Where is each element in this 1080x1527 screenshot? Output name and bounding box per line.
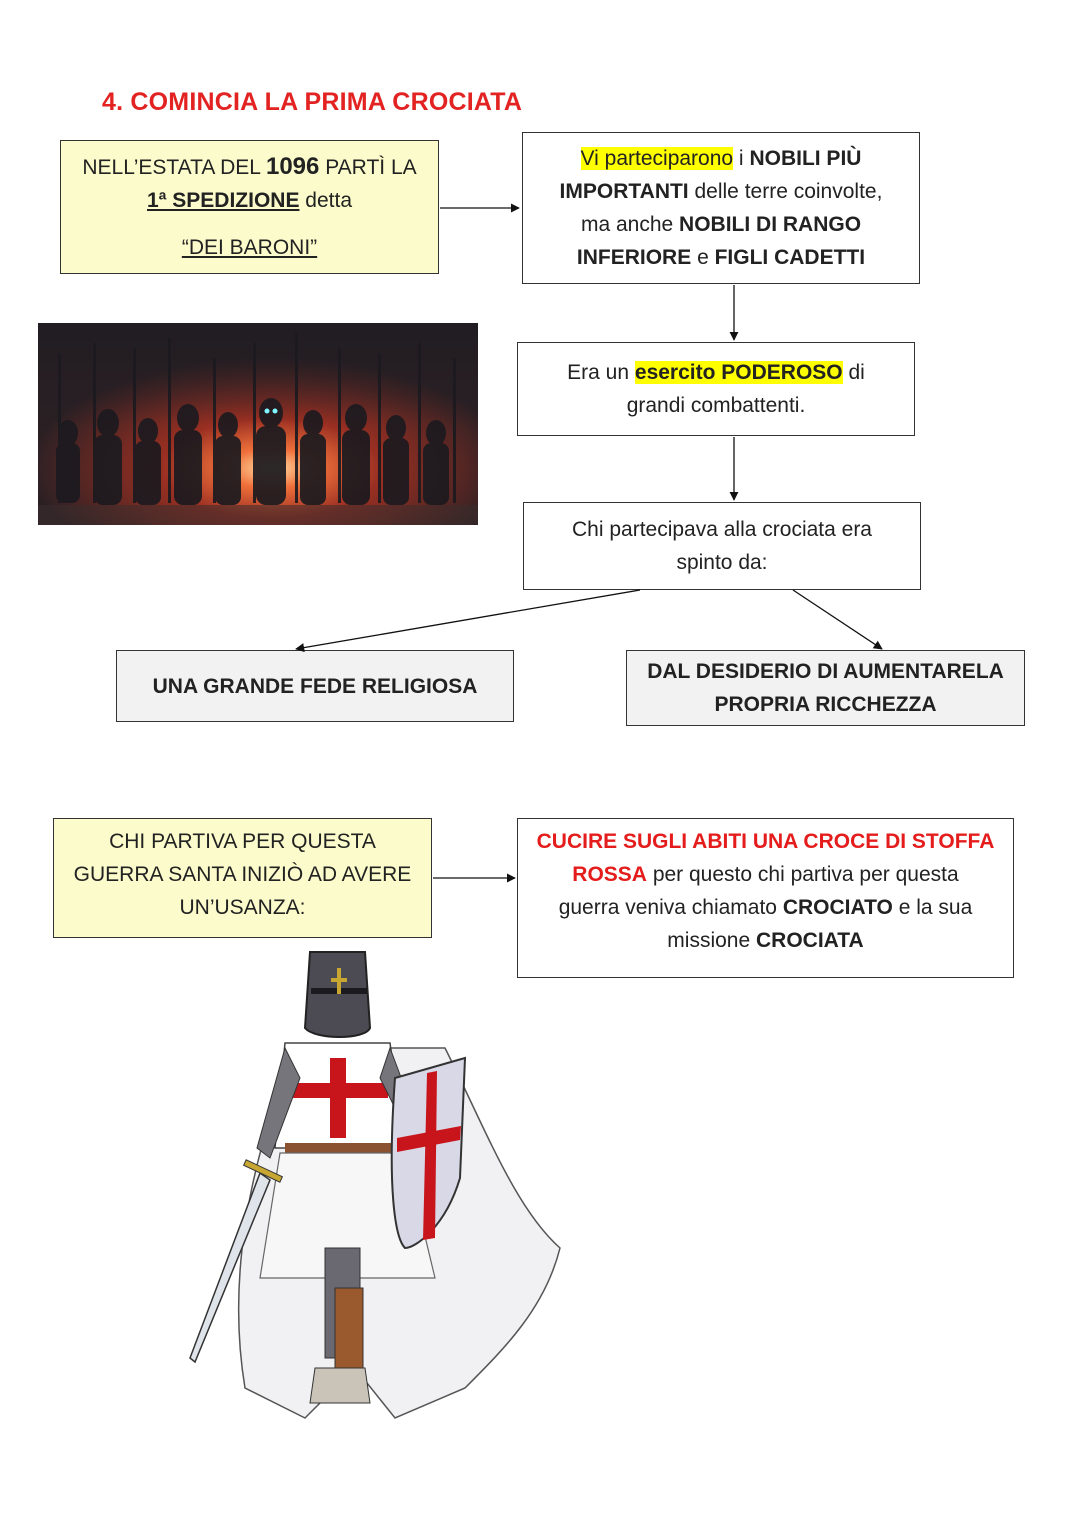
crusader-knight-drawing xyxy=(189,951,561,1419)
participants-bold: FIGLI CADETTI xyxy=(714,246,866,269)
expedition-first: 1ª SPEDIZIONE xyxy=(146,189,300,212)
participants-line-1: Vi parteciparono i NOBILI PIÙ xyxy=(580,142,862,175)
arrow-motive-to-faith xyxy=(295,589,641,653)
cross-box: CUCIRE SUGLI ABITI UNA CROCE DI STOFFA R… xyxy=(517,818,1014,978)
wealth-line-2: PROPRIA RICCHEZZA xyxy=(714,693,937,716)
expedition-box: NELL’ESTATA DEL 1096 PARTÌ LA 1ª SPEDIZI… xyxy=(60,140,439,274)
faith-box: UNA GRANDE FEDE RELIGIOSA xyxy=(116,650,514,722)
expedition-barons: “DEI BARONI” xyxy=(181,236,318,259)
cross-bold: CROCIATO xyxy=(782,896,893,919)
custom-line-2: GUERRA SANTA INIZIÒ AD AVERE xyxy=(73,863,412,886)
cross-text: guerra veniva chiamato xyxy=(558,896,783,919)
custom-box: CHI PARTIVA PER QUESTA GUERRA SANTA INIZ… xyxy=(53,818,432,938)
custom-line-3: UN’USANZA: xyxy=(179,896,306,919)
expedition-text: PARTÌ LA xyxy=(319,156,417,179)
participants-line-2: IMPORTANTI delle terre coinvolte, xyxy=(560,175,883,208)
expedition-year: 1096 xyxy=(265,153,320,180)
army-line-2: grandi combattenti. xyxy=(626,394,806,417)
army-silhouette-image xyxy=(38,323,478,525)
army-box: Era un esercito PODEROSO di grandi comba… xyxy=(517,342,915,436)
motive-box: Chi partecipava alla crociata era spinto… xyxy=(523,502,921,590)
faith-text: UNA GRANDE FEDE RELIGIOSA xyxy=(152,674,478,698)
army-text: Era un xyxy=(567,361,635,384)
arrow-motive-to-wealth xyxy=(792,589,883,650)
participants-bold: NOBILI DI RANGO xyxy=(679,213,862,236)
cross-red-word: ROSSA xyxy=(572,863,647,886)
cross-text: missione xyxy=(667,929,756,952)
participants-text: ma anche xyxy=(580,213,680,236)
participants-bold: INFERIORE xyxy=(576,246,692,269)
participants-bold: IMPORTANTI xyxy=(559,180,689,203)
cross-line-3: guerra veniva chiamato CROCIATO e la sua xyxy=(559,891,973,924)
wealth-line-1: DAL DESIDERIO DI AUMENTARELA xyxy=(647,660,1004,683)
participants-line-4: INFERIORE e FIGLI CADETTI xyxy=(577,241,865,274)
cross-bold: CROCIATA xyxy=(755,929,864,952)
cross-line-4: missione CROCIATA xyxy=(667,924,863,957)
motive-line-2: spinto da: xyxy=(676,551,768,574)
participants-text: i xyxy=(733,147,750,170)
wealth-box: DAL DESIDERIO DI AUMENTARELA PROPRIA RIC… xyxy=(626,650,1025,726)
cross-text: per questo chi partiva per questa xyxy=(646,863,959,886)
participants-line-3: ma anche NOBILI DI RANGO xyxy=(581,208,861,241)
participants-text: delle terre coinvolte, xyxy=(688,180,883,203)
cross-line-2: ROSSA per questo chi partiva per questa xyxy=(572,858,958,891)
participants-highlight: Vi parteciparono xyxy=(580,147,734,170)
motive-line-1: Chi partecipava alla crociata era xyxy=(572,518,872,541)
participants-box: Vi parteciparono i NOBILI PIÙ IMPORTANTI… xyxy=(522,132,920,284)
expedition-line-2: 1ª SPEDIZIONE detta xyxy=(147,184,352,217)
expedition-text: detta xyxy=(299,189,353,212)
army-text: di xyxy=(842,361,865,384)
participants-bold: NOBILI PIÙ xyxy=(749,147,862,170)
expedition-line-1: NELL’ESTATA DEL 1096 PARTÌ LA xyxy=(82,150,416,184)
page-title: 4. COMINCIA LA PRIMA CROCIATA xyxy=(102,88,523,116)
participants-text: e xyxy=(691,246,715,269)
custom-line-1: CHI PARTIVA PER QUESTA xyxy=(109,830,376,853)
army-highlight: esercito PODEROSO xyxy=(634,361,843,384)
cross-line-1: CUCIRE SUGLI ABITI UNA CROCE DI STOFFA xyxy=(536,830,995,853)
cross-text: e la sua xyxy=(892,896,973,919)
expedition-text: NELL’ESTATA DEL xyxy=(82,156,266,179)
army-line-1: Era un esercito PODEROSO di xyxy=(567,356,865,389)
